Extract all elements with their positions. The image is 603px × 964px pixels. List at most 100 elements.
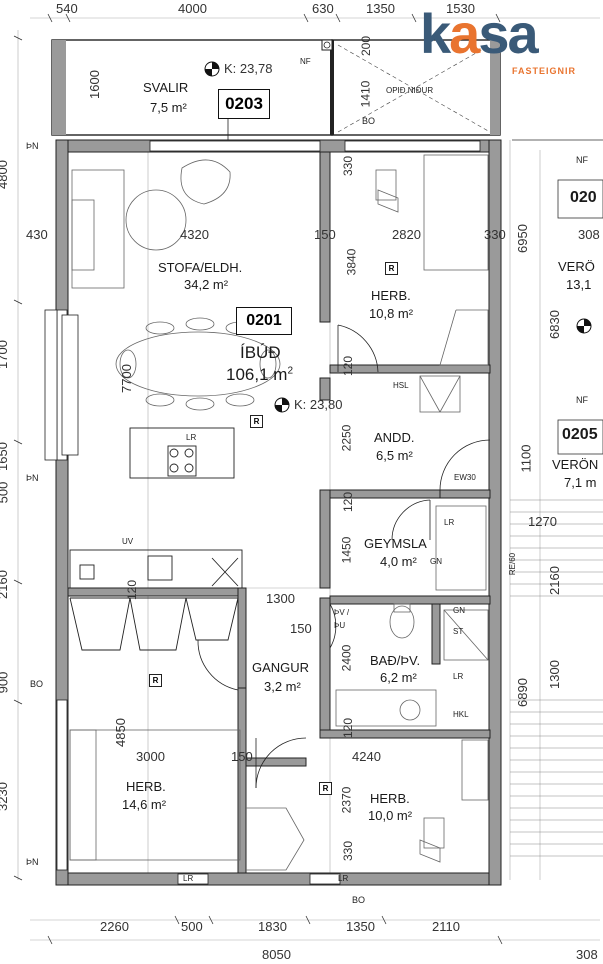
dim-2820: 2820 xyxy=(392,227,421,242)
dim-left-2160: 2160 xyxy=(0,570,10,599)
balcony-opening-label: OPIÐ NIÐUR xyxy=(386,86,434,95)
balcony-elevation: K: 23,78 xyxy=(224,61,273,76)
neighbor-2-name: VERÖN xyxy=(552,457,599,472)
label-pn-3: ÞN xyxy=(26,857,39,867)
dim-left-900: 900 xyxy=(0,671,11,694)
dim-left-3230: 3230 xyxy=(0,782,10,811)
bath-name: BAÐ/ÞV. xyxy=(370,653,421,668)
radiator-tag-se: R xyxy=(319,782,332,795)
brand-logo: kasa FASTEIGNIR xyxy=(420,6,600,77)
hall-area: 6,5 m² xyxy=(376,448,413,463)
storage-name: GEYMSLA xyxy=(364,536,427,551)
dim-left-500: 500 xyxy=(0,481,11,504)
dim-4240: 4240 xyxy=(352,749,381,764)
dim-bottom-2110: 2110 xyxy=(432,919,460,934)
dim-bottom-500: 500 xyxy=(181,919,203,934)
bedroom-se-area: 10,0 m² xyxy=(368,808,413,823)
hall-name: ANDD. xyxy=(374,430,415,445)
dim-3000: 3000 xyxy=(136,749,165,764)
storage-lr-label: LR xyxy=(444,518,455,527)
dim-330-a: 330 xyxy=(341,155,356,177)
radiator-tag-corridor: R xyxy=(149,674,162,687)
kitchen-uv-label: UV xyxy=(122,537,134,546)
neighbor-2-dim: 308 xyxy=(576,947,598,962)
dim-4320: 4320 xyxy=(180,227,209,242)
dim-left-4800: 4800 xyxy=(0,160,10,189)
dim-1410: 1410 xyxy=(358,80,373,108)
neighbor-2-nf: NF xyxy=(576,395,588,405)
living-room-area: 34,2 m² xyxy=(184,277,229,292)
label-re60: RE/60 xyxy=(508,552,518,576)
dim-330-c: 330 xyxy=(341,840,356,862)
bedroom-ne-name: HERB. xyxy=(371,288,411,303)
label-pn-2: ÞN xyxy=(26,473,39,483)
dim-7700: 7700 xyxy=(118,364,134,393)
dim-6890: 6890 xyxy=(514,678,530,707)
storage-area: 4,0 m² xyxy=(380,554,417,569)
storage-gn-label: GN xyxy=(430,557,442,566)
dim-left-1650: 1650 xyxy=(0,442,10,471)
neighbor-2-unit: 0205 xyxy=(562,426,598,443)
label-bo-left: BO xyxy=(30,679,44,689)
dim-3840: 3840 xyxy=(344,248,359,276)
dim-4850: 4850 xyxy=(112,718,128,747)
unit-area-sup: 2 xyxy=(287,365,293,377)
dim-1300-b: 1300 xyxy=(546,660,562,689)
bedroom-sw-lr-label: LR xyxy=(183,874,194,883)
dim-1450: 1450 xyxy=(339,536,354,564)
dim-2160-right: 2160 xyxy=(546,566,562,595)
unit-area: 106,1 m2 xyxy=(226,366,293,383)
label-pn-1: ÞN xyxy=(26,141,39,151)
dim-bottom-1830: 1830 xyxy=(258,919,287,934)
bedroom-sw-name: HERB. xyxy=(126,779,166,794)
bedroom-sw-area: 14,6 m² xyxy=(122,797,167,812)
neighbor-1-dim: 308 xyxy=(578,227,600,242)
balcony-nf-label: NF xyxy=(300,57,311,66)
dim-left-1700: 1700 xyxy=(0,340,10,369)
dim-top-1350: 1350 xyxy=(366,1,395,16)
label-hsl: HSL xyxy=(393,381,409,390)
dim-150-b: 150 xyxy=(290,621,312,636)
bath-hkl-label: HKL xyxy=(453,710,469,719)
dim-balcony-1600: 1600 xyxy=(86,70,102,99)
neighbor-1-name: VERÖ xyxy=(558,259,595,274)
dim-top-1530: 1530 xyxy=(446,1,475,16)
dim-330-b: 330 xyxy=(484,227,506,242)
dim-total-8050: 8050 xyxy=(262,947,291,962)
dim-120-b: 120 xyxy=(341,491,356,513)
brand-wordmark: kasa xyxy=(420,6,539,62)
dim-120-a: 120 xyxy=(341,355,356,377)
dim-1270: 1270 xyxy=(528,514,557,529)
dim-1100: 1100 xyxy=(518,444,534,473)
dim-bottom-1350: 1350 xyxy=(346,919,375,934)
dim-left-430: 430 xyxy=(26,227,48,242)
brand-letter-a: a xyxy=(449,2,480,65)
balcony-unit-number: 0203 xyxy=(218,89,270,119)
dim-6830: 6830 xyxy=(546,310,562,339)
balcony-name: SVALIR xyxy=(143,80,189,95)
dim-bottom-2260: 2260 xyxy=(100,919,129,934)
living-room-name: STOFA/ELDH. xyxy=(158,260,243,275)
dim-2400: 2400 xyxy=(339,644,354,672)
neighbor-1-area: 13,1 xyxy=(566,277,592,292)
dim-2370: 2370 xyxy=(339,786,354,814)
label-ew30: EW30 xyxy=(454,473,476,482)
unit-number-box: 0201 xyxy=(236,307,292,335)
bath-gn-label: GN xyxy=(453,606,465,615)
island-lr-label: LR xyxy=(186,433,197,442)
bath-st-label: ST xyxy=(453,627,464,636)
dim-120-c: 120 xyxy=(125,579,140,601)
brand-letters-sa: sa xyxy=(478,2,538,65)
label-pu: ÞU xyxy=(334,621,346,630)
radiator-tag-living: R xyxy=(250,415,263,428)
dim-6950: 6950 xyxy=(514,224,530,253)
label-bo-top: BO xyxy=(362,116,376,126)
bedroom-se-lr-label: LR xyxy=(338,874,349,883)
dim-200: 200 xyxy=(359,35,374,57)
label-bo-bottom: BO xyxy=(352,895,366,905)
dim-120-d: 120 xyxy=(341,717,356,739)
corridor-name: GANGUR xyxy=(252,660,310,675)
bedroom-ne-area: 10,8 m² xyxy=(369,306,414,321)
neighbor-1-nf: NF xyxy=(576,155,588,165)
